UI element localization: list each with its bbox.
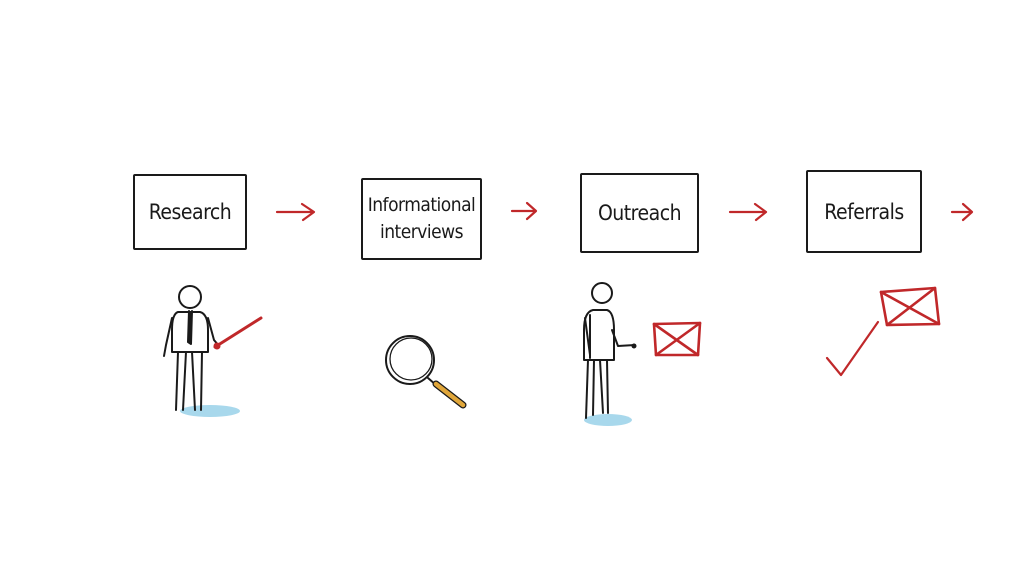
step-outreach: Outreach — [580, 173, 699, 253]
step-label: Outreach — [597, 201, 682, 225]
envelope-icon — [652, 321, 702, 357]
envelope-icon — [879, 286, 941, 327]
step-label: Informational interviews — [367, 194, 476, 243]
step-referrals: Referrals — [806, 170, 922, 253]
checkmark-icon — [825, 320, 880, 377]
magnifying-glass-icon — [385, 335, 467, 409]
person-with-pointer-icon — [163, 285, 263, 417]
person-with-envelope-icon — [583, 282, 637, 426]
step-informational-interviews: Informational interviews — [361, 178, 482, 260]
step-research: Research — [133, 174, 247, 250]
arrow-right-icon — [950, 202, 974, 222]
arrow-right-icon — [728, 202, 768, 222]
step-label: Referrals — [824, 199, 904, 224]
step-label: Research — [148, 200, 232, 224]
arrow-right-icon — [275, 202, 316, 222]
arrow-right-icon — [510, 201, 538, 221]
